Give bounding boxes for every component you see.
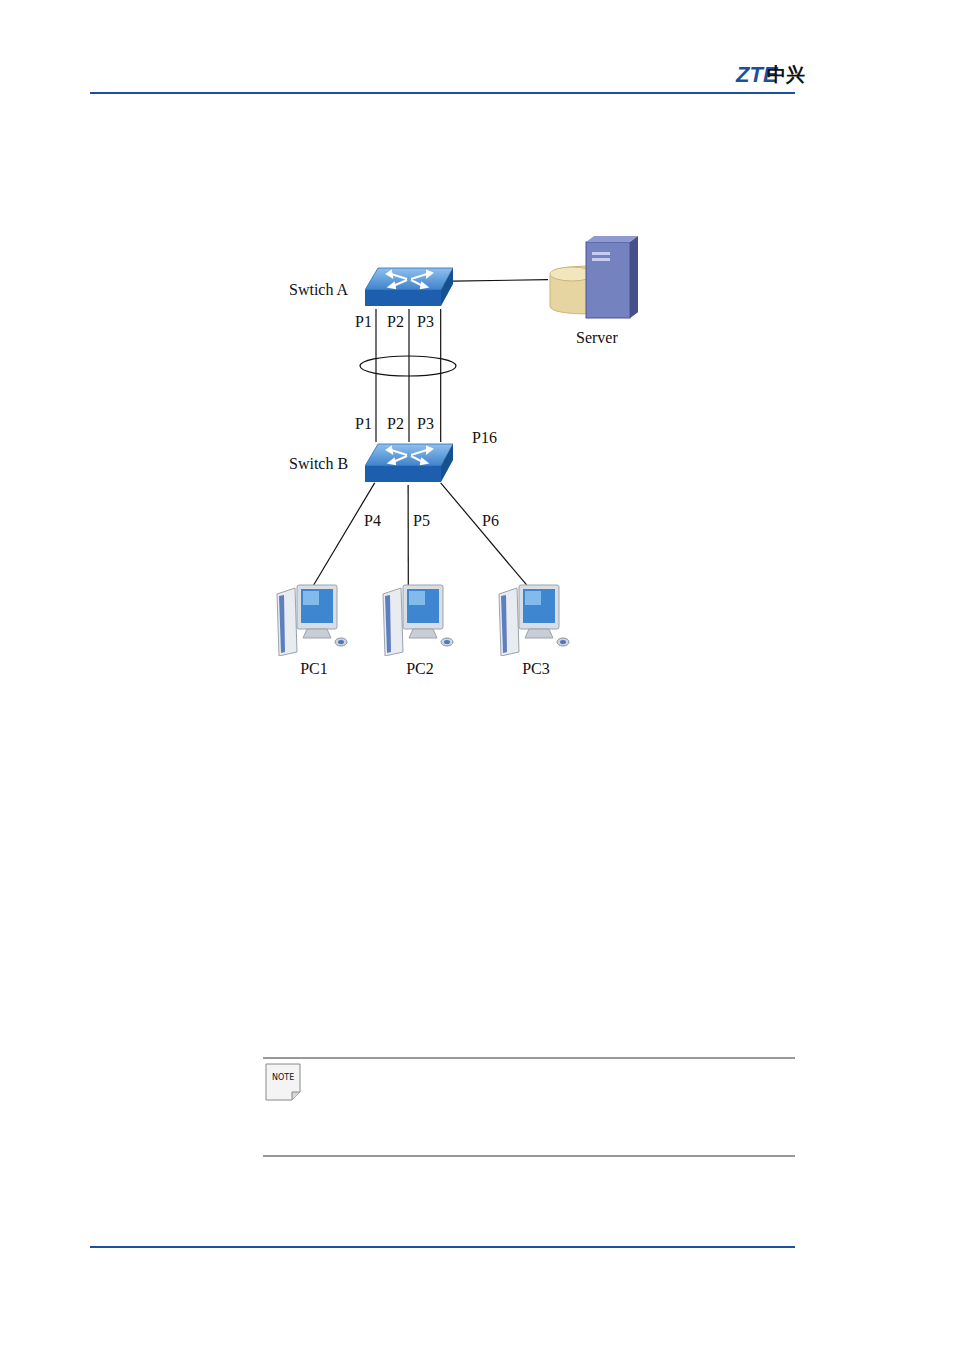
port-label: P2 <box>387 415 404 433</box>
port-label: P1 <box>355 415 372 433</box>
node-label: Swtich A <box>289 281 348 299</box>
port-label: P4 <box>364 512 381 530</box>
switch-icon <box>365 442 453 485</box>
node-label: PC1 <box>275 660 353 678</box>
pc-icon <box>381 582 459 656</box>
node-label: PC2 <box>381 660 459 678</box>
port-label: P16 <box>472 429 497 447</box>
link-line <box>313 483 374 586</box>
node-label: Server <box>576 329 618 347</box>
note-rule <box>263 1156 795 1157</box>
port-label: P5 <box>413 512 430 530</box>
pc-node: PC2 <box>381 582 459 656</box>
link-line <box>441 483 527 585</box>
node-label: Switch B <box>289 455 348 473</box>
note-rule <box>263 1058 795 1059</box>
server-node: Server <box>548 236 644 320</box>
link-line <box>453 280 548 281</box>
logo-text: 中兴 <box>767 64 805 85</box>
switch-node: Switch B <box>365 442 453 485</box>
node-label: PC3 <box>497 660 575 678</box>
link-line <box>408 485 409 585</box>
switch-icon <box>365 266 453 309</box>
pc-icon <box>497 582 575 656</box>
port-label: P3 <box>417 313 434 331</box>
link-line <box>376 309 377 442</box>
pc-node: PC1 <box>275 582 353 656</box>
server-icon <box>548 236 644 320</box>
note-icon-text: NOTE <box>272 1073 294 1083</box>
switch-node: Swtich A <box>365 266 453 309</box>
footer-rule <box>90 1246 795 1248</box>
pc-node: PC3 <box>497 582 575 656</box>
port-label: P2 <box>387 313 404 331</box>
pc-icon <box>275 582 353 656</box>
link-line <box>409 309 410 442</box>
note-icon <box>266 1064 300 1100</box>
port-label: P1 <box>355 313 372 331</box>
link-line <box>440 309 441 442</box>
port-label: P3 <box>417 415 434 433</box>
port-label: P6 <box>482 512 499 530</box>
header-rule <box>90 92 795 94</box>
link-aggregation-ellipse <box>360 356 456 376</box>
